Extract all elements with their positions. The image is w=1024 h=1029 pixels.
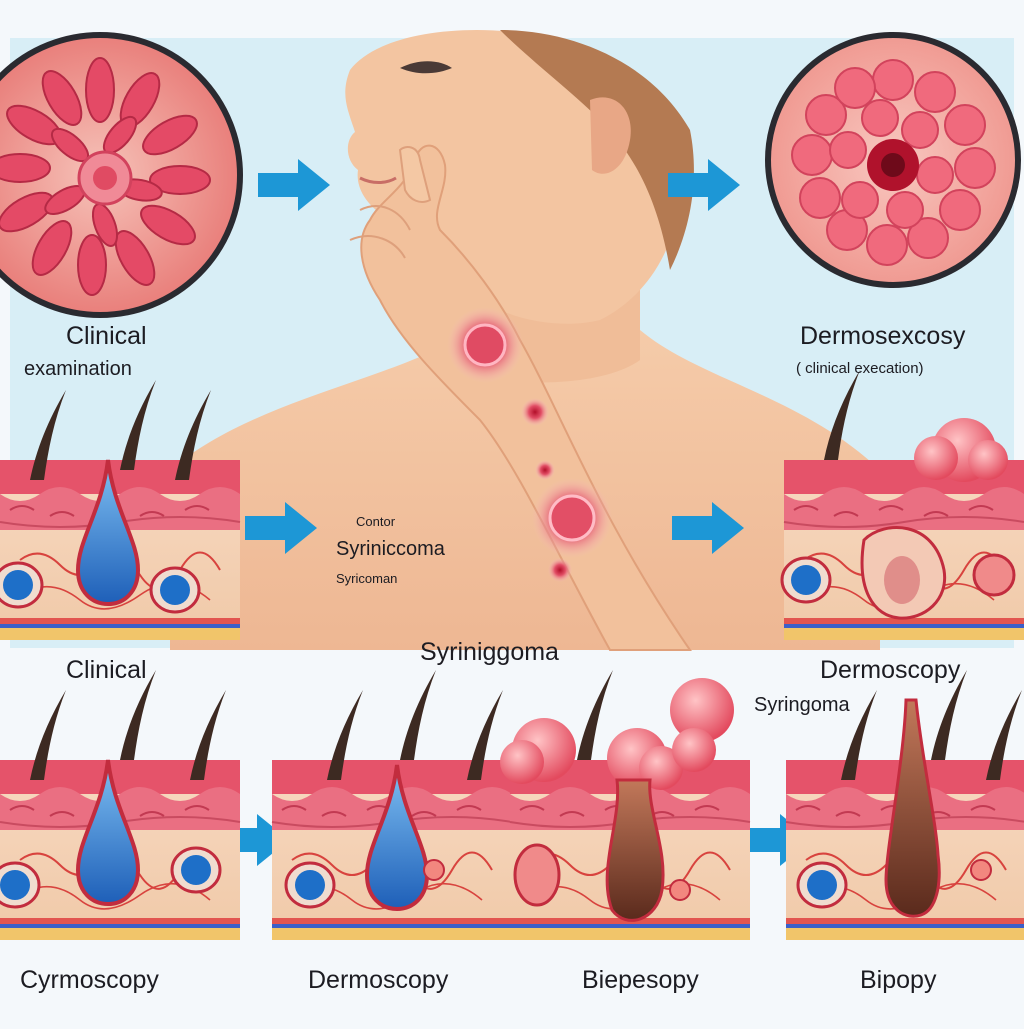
magnified-view-right: [765, 32, 1021, 288]
arm-lesion-2: [521, 398, 549, 426]
label-syringoma-mid: Syringoma: [754, 694, 850, 716]
person-figure: [170, 30, 880, 651]
arm-lesion-3: [535, 460, 555, 480]
skin-section-mid-right: [780, 370, 1024, 641]
label-biepesopy: Biepesopy: [582, 966, 699, 994]
label-dermoscopy-bottom: Dermoscopy: [308, 966, 449, 994]
label-dermosexcosy: Dermosexcosy: [800, 322, 966, 350]
magnified-view-left: [0, 32, 243, 318]
label-syriniggoma: Syriniggoma: [420, 638, 559, 666]
label-examination-top: examination: [24, 358, 132, 380]
label-bipopy: Bipopy: [860, 966, 937, 994]
label-clinical-top: Clinical: [66, 322, 147, 350]
skin-section-bottom-3: [785, 670, 1024, 941]
skin-section-bottom-2: [271, 670, 751, 941]
label-syriniccoma: Syriniccoma: [336, 538, 445, 560]
label-clinical-execation: ( clinical execation): [796, 360, 924, 377]
label-dermoscopy-mid: Dermoscopy: [820, 656, 961, 684]
label-syricoman: Syricoman: [336, 571, 398, 586]
label-cyrmoscopy: Cyrmoscopy: [20, 966, 159, 994]
label-clinical-mid: Clinical: [66, 656, 147, 684]
label-contor: Contor: [356, 514, 396, 529]
